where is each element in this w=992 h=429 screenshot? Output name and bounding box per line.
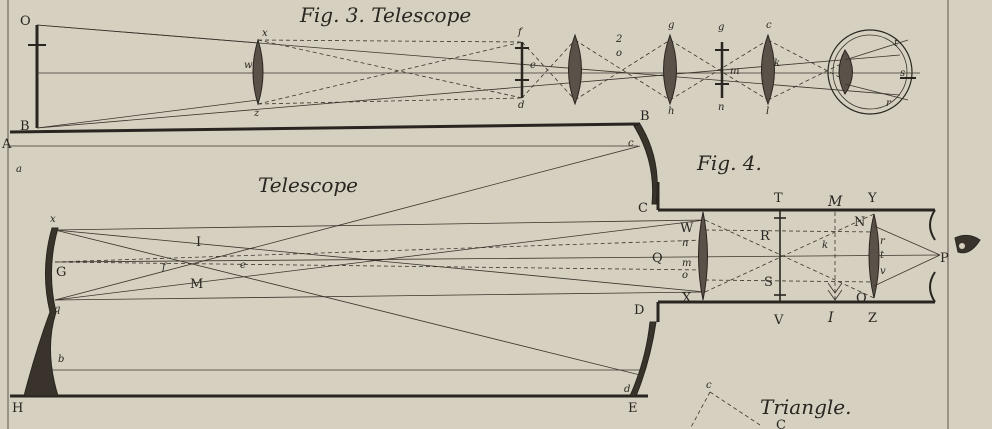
fig4-label-N: N — [854, 215, 865, 230]
fig4-label-X: X — [682, 291, 692, 306]
fig4-body-caption: Telescope — [258, 173, 358, 197]
fig3-label-x: x — [262, 28, 268, 39]
fig4-label-Z: Z — [868, 311, 877, 326]
fig4-label-S: S — [764, 275, 773, 290]
fig4-label-C: C — [638, 201, 648, 216]
fig4-label-e: e — [240, 260, 246, 271]
fig4-caption: Fig. 4. — [696, 151, 762, 175]
fig4-label-t: t — [880, 250, 885, 261]
fig3-label-e: e — [530, 60, 536, 71]
fig4-label-I2: I — [827, 310, 834, 326]
fig4-label-k: k — [822, 240, 828, 251]
fig3-label-eye-s: s — [900, 68, 905, 79]
fig3-label-g1: g — [668, 20, 674, 31]
fig4-label-Y: Y — [867, 191, 877, 206]
fig3-label-h1: h — [668, 106, 674, 117]
fig4-label-d: d — [624, 384, 630, 395]
fig4-label-c: c — [628, 138, 634, 149]
fig4-label-x: x — [50, 214, 56, 225]
fig4-label-I: I — [196, 235, 201, 250]
triangle-label-c: c — [706, 380, 712, 391]
triangle-caption: Triangle. — [760, 395, 852, 419]
fig3-label-two: 2 — [615, 34, 622, 45]
fig3-label-n: n — [718, 102, 724, 113]
fig4-label-M: M — [190, 277, 203, 292]
fig4-large-mirror — [633, 123, 658, 205]
fig4-label-T: T — [774, 191, 783, 206]
fig3-label-o: o — [616, 48, 622, 59]
fig4-label-b: b — [58, 354, 64, 365]
fig4-label-r: r — [880, 236, 886, 247]
fig4-label-a: a — [16, 164, 22, 175]
fig3-caption: Fig. 3. Telescope — [299, 3, 471, 27]
fig3-lens-1 — [568, 33, 582, 106]
fig4-label-f: f — [161, 262, 168, 273]
fig3-label-k: k — [774, 58, 780, 69]
fig3-label-c: c — [766, 20, 772, 31]
fig3-label-f: f — [517, 27, 524, 38]
fig3-lens-3 — [761, 33, 775, 106]
fig4-label-D: D — [634, 303, 644, 318]
fig3-label-O: O — [20, 14, 31, 29]
fig3-label-z: z — [253, 108, 260, 119]
fig4-label-H: H — [12, 401, 23, 416]
fig4-label-o: o — [682, 270, 688, 281]
fig4-label-W: W — [680, 221, 694, 236]
fig4-label-O: O — [856, 291, 867, 306]
triangle-label-C: C — [776, 418, 786, 429]
fig3-label-g2: g — [718, 22, 724, 33]
fig4-label-P: P — [940, 251, 949, 266]
triangle-figure: c Triangle. C — [689, 380, 852, 429]
fig3-eye — [827, 29, 913, 115]
fig4-label-Q: Q — [652, 251, 663, 266]
fig3-objective-lens — [252, 38, 264, 106]
fig4-label-A: A — [1, 137, 12, 152]
fig3-label-eye-t: t — [894, 38, 899, 49]
fig4-label-E: E — [628, 401, 638, 416]
fig4-label-n: n — [682, 238, 688, 249]
fig3-lens-2 — [663, 33, 677, 106]
fig4-label-G: G — [56, 265, 66, 280]
fig4-label-R: R — [760, 229, 771, 244]
fig3-label-m: m — [730, 66, 739, 77]
fig4-eye — [954, 234, 981, 254]
fig4-small-mirror — [23, 227, 59, 397]
fig4-label-q: q — [54, 304, 60, 315]
fig3-label-eye-r: r — [886, 98, 892, 109]
fig4-label-V: V — [773, 313, 784, 328]
fig4-lens-wx — [698, 211, 708, 301]
fig3-label-w: w — [244, 60, 253, 71]
fig3-telescope: Fig. 3. Telescope O B x w z f — [20, 3, 920, 134]
fig4-label-B: B — [640, 109, 650, 124]
fig4-label-m: m — [682, 258, 691, 269]
fig3-label-l: l — [766, 106, 769, 117]
fig4-label-M2: M — [827, 194, 843, 210]
fig3-label-d: d — [518, 100, 524, 111]
fig4-lens-yz — [868, 213, 880, 299]
fig3-label-B: B — [20, 119, 30, 134]
fig4-telescope: Fig. 4. Telescope — [1, 109, 981, 416]
fig4-label-v: v — [880, 266, 886, 277]
